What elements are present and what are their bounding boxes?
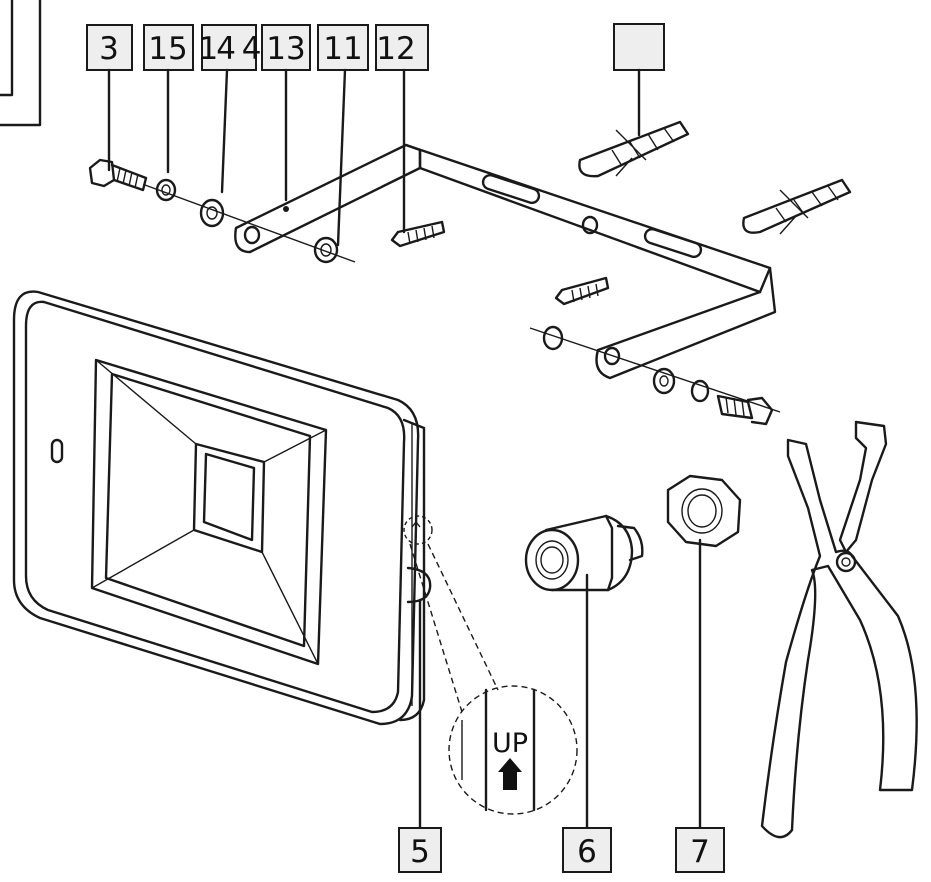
- washer-11-icon: [313, 236, 339, 264]
- washer-icon: [652, 367, 676, 395]
- leader-lines-top: [107, 68, 641, 247]
- adapter-fitting-6-icon: [524, 514, 644, 592]
- spanner-tool-icon: [760, 420, 918, 839]
- bolt-3-icon: [88, 158, 148, 192]
- screw-icon: [554, 276, 610, 306]
- callout-3-text: 3: [99, 31, 119, 67]
- bolt-icon: [716, 394, 774, 426]
- axis-line-bottom: [529, 327, 781, 413]
- detail-leader: [409, 543, 499, 713]
- callout-13: 13: [261, 24, 311, 71]
- nut-7-icon: [666, 474, 742, 548]
- callout-11: 11: [317, 24, 369, 71]
- callout-6-text: 6: [577, 834, 597, 870]
- up-label: UP: [492, 728, 528, 759]
- callout-12-text: 12: [376, 31, 415, 67]
- callout-5: 5: [398, 827, 442, 873]
- screw-12-icon: [390, 220, 446, 248]
- callout-blank: [613, 23, 665, 71]
- wall-plug-icon: [578, 120, 690, 178]
- callout-13-text: 13: [266, 31, 305, 67]
- callout-12: 12: [375, 24, 429, 71]
- callout-14-4-text: 14 4: [198, 31, 259, 67]
- leader-lines-bottom: [418, 538, 702, 830]
- callout-5-text: 5: [410, 834, 430, 870]
- callout-6: 6: [562, 827, 612, 873]
- callout-7-text: 7: [690, 834, 710, 870]
- wall-plug-icon: [742, 178, 852, 235]
- callout-3: 3: [86, 24, 133, 71]
- up-arrow-icon: [498, 758, 522, 790]
- washer-icon: [690, 379, 710, 403]
- callout-14-4: 14 4: [198, 24, 262, 71]
- callout-15: 15: [143, 24, 194, 71]
- callout-7: 7: [675, 827, 725, 873]
- floodlight-housing-icon: [12, 290, 433, 726]
- up-detail-view: UP: [448, 685, 578, 815]
- callout-15-text: 15: [148, 31, 187, 67]
- callout-11-text: 11: [323, 31, 362, 67]
- mounting-bracket-icon: [234, 143, 777, 380]
- corner-frame: [0, 0, 42, 127]
- washer-icon: [542, 325, 564, 351]
- axis-line-top: [144, 184, 356, 263]
